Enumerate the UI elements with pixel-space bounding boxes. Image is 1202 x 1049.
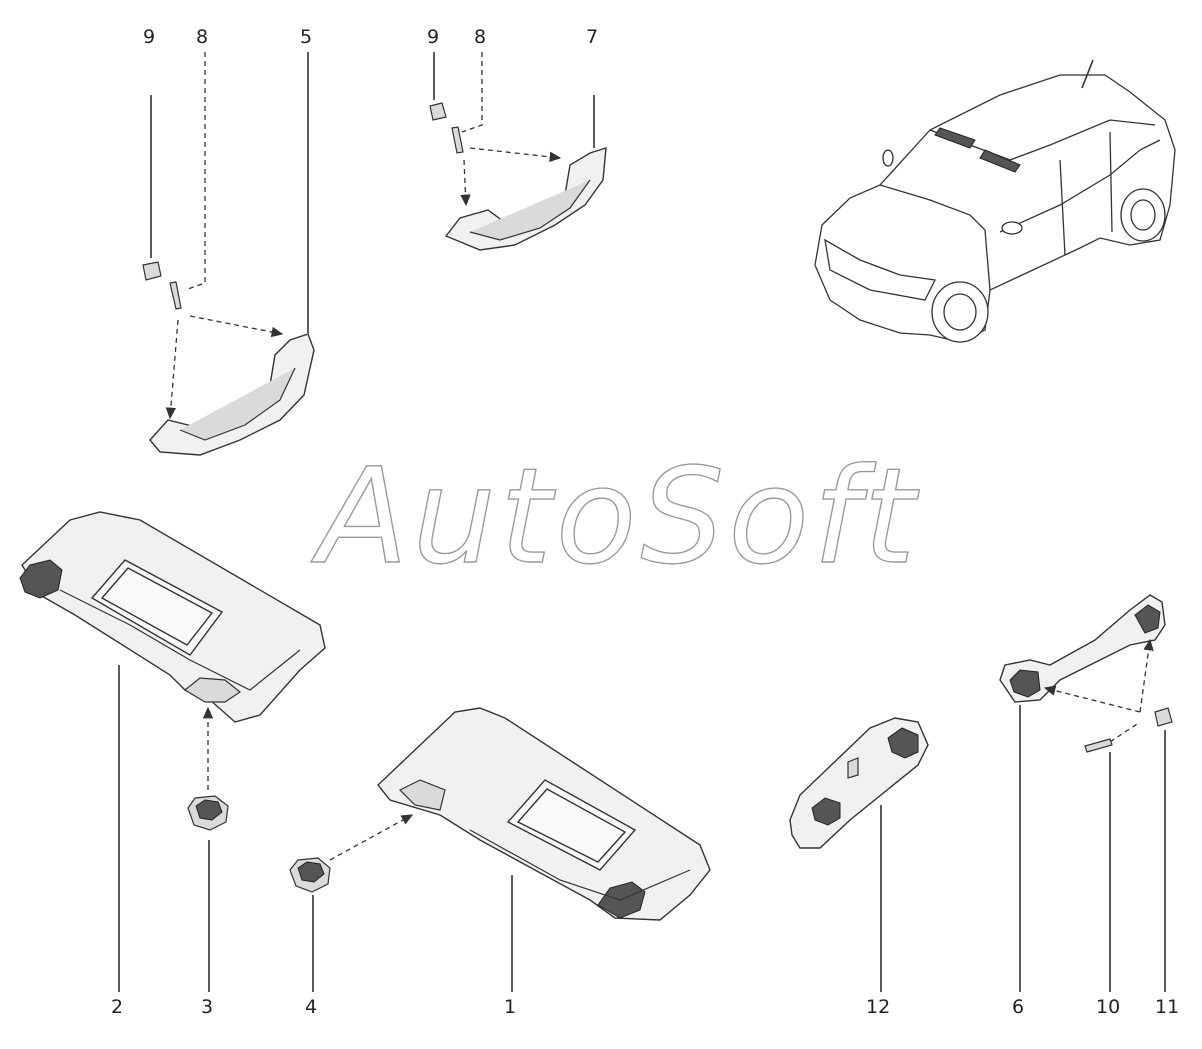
callout-3: 3 [201, 996, 213, 1018]
callout-10: 10 [1096, 996, 1120, 1018]
callout-9-right: 9 [427, 26, 439, 48]
sun-visor-left-assembly: 2 3 [19, 511, 326, 1018]
callout-5: 5 [300, 26, 312, 48]
vehicle-illustration [814, 59, 1176, 343]
sun-visor-right-assembly: 1 4 [289, 707, 711, 1018]
grab-handle-5 [149, 333, 315, 456]
grab-handle-right-assembly: 9 8 7 [427, 26, 607, 251]
callout-4: 4 [305, 996, 317, 1018]
callout-7: 7 [586, 26, 598, 48]
clip-9-left [142, 261, 162, 281]
screw-10 [1084, 738, 1113, 753]
callout-9-left: 9 [143, 26, 155, 48]
callout-12: 12 [866, 996, 890, 1018]
clip-9-right [429, 102, 447, 121]
clip-11 [1154, 707, 1173, 727]
screw-8-right [451, 126, 464, 154]
grab-handle-7 [444, 147, 607, 251]
visor-bracket-assembly: 12 [789, 717, 929, 1018]
callout-2: 2 [111, 996, 123, 1018]
callout-6: 6 [1012, 996, 1024, 1018]
visor-pivot-left [19, 559, 63, 599]
callout-11: 11 [1155, 996, 1179, 1018]
watermark-text: AutoSoft [310, 440, 919, 594]
screw-8-left [169, 281, 182, 310]
callout-1: 1 [504, 996, 516, 1018]
callout-8-right: 8 [474, 26, 486, 48]
grab-handle-left-assembly: 9 8 5 [142, 26, 315, 456]
callout-8-left: 8 [196, 26, 208, 48]
handle-6-assembly: 6 10 11 [999, 594, 1179, 1018]
